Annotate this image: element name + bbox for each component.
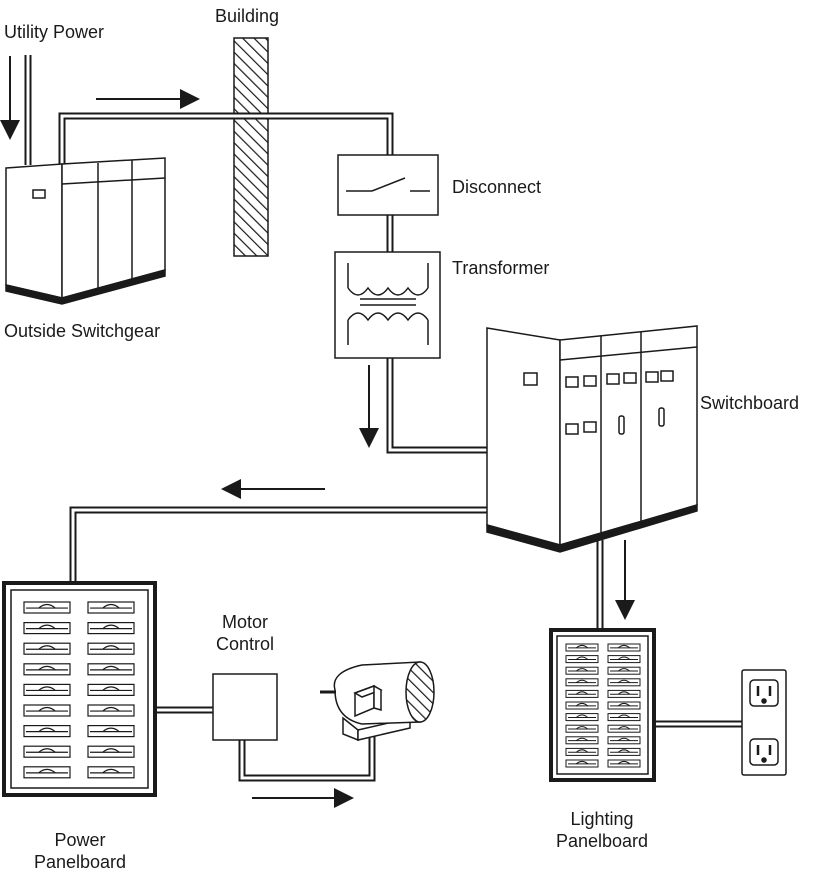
breaker-handle bbox=[102, 645, 120, 650]
breaker-handle bbox=[102, 706, 120, 712]
breaker-handle bbox=[617, 737, 631, 742]
breaker-handle bbox=[575, 714, 589, 718]
power-panelboard-label: Power Panelboard bbox=[22, 829, 138, 873]
breaker-handle bbox=[38, 706, 56, 712]
breaker-handle bbox=[38, 748, 56, 753]
breaker-handle bbox=[102, 727, 120, 733]
breaker-panel-icon bbox=[549, 628, 656, 782]
breaker-handle bbox=[617, 668, 631, 672]
breaker-handle bbox=[617, 679, 631, 684]
breaker-handle bbox=[38, 665, 56, 671]
motor-control-label-line1: Motor bbox=[221, 612, 268, 632]
breaker-handle bbox=[102, 603, 120, 609]
motor-control-label-line2: Control bbox=[215, 634, 275, 654]
outside-switchgear-label: Outside Switchgear bbox=[4, 321, 161, 341]
switchboard-cabinet-icon bbox=[486, 325, 698, 553]
utility-power-label: Utility Power bbox=[4, 22, 105, 42]
breaker-handle bbox=[617, 702, 631, 707]
building-label: Building bbox=[215, 6, 280, 26]
transformer-coil-icon bbox=[334, 251, 441, 359]
breaker-handle bbox=[617, 726, 631, 730]
disconnect-switch-icon bbox=[337, 154, 439, 216]
breaker-handle bbox=[617, 760, 631, 765]
breaker-handle bbox=[575, 644, 589, 649]
lighting-panelboard-label: Lighting Panelboard bbox=[542, 808, 662, 852]
breaker-handle bbox=[102, 665, 120, 671]
breaker-handle bbox=[575, 737, 589, 742]
breaker-handle bbox=[102, 768, 120, 774]
breaker-handle bbox=[617, 644, 631, 649]
breaker-handle bbox=[38, 645, 56, 650]
breaker-handle bbox=[617, 714, 631, 718]
breaker-handle bbox=[575, 726, 589, 730]
breaker-handle bbox=[575, 702, 589, 707]
control-box-icon bbox=[212, 673, 278, 741]
breaker-handle bbox=[102, 686, 120, 691]
breaker-handle bbox=[617, 656, 631, 660]
duplex-outlet-icon bbox=[741, 669, 787, 776]
breaker-panel-icon bbox=[2, 581, 157, 797]
breaker-handle bbox=[575, 668, 589, 672]
breaker-handle bbox=[575, 656, 589, 660]
lighting-panelboard-label-line1: Lighting bbox=[570, 809, 634, 829]
breaker-handle bbox=[575, 691, 589, 695]
breaker-handle bbox=[38, 686, 56, 691]
motor-control-label: Motor Control bbox=[205, 611, 285, 655]
breaker-handle bbox=[617, 691, 631, 695]
breaker-handle bbox=[38, 727, 56, 733]
breaker-handle bbox=[38, 768, 56, 774]
power-panelboard-label-line1: Power bbox=[54, 830, 106, 850]
breaker-handle bbox=[38, 603, 56, 609]
breaker-handle bbox=[102, 748, 120, 753]
breaker-handle bbox=[575, 749, 589, 753]
building-wall bbox=[233, 37, 269, 257]
switchgear-cabinet-icon bbox=[5, 157, 166, 305]
flow-arrows bbox=[0, 56, 635, 808]
disconnect-label: Disconnect bbox=[452, 177, 542, 197]
breaker-handle bbox=[617, 749, 631, 753]
breaker-handle bbox=[575, 679, 589, 684]
lighting-panelboard-label-line2: Panelboard bbox=[555, 831, 649, 851]
breaker-handle bbox=[38, 624, 56, 630]
switchboard-label: Switchboard bbox=[700, 393, 800, 413]
breaker-handle bbox=[102, 624, 120, 630]
transformer-label: Transformer bbox=[452, 258, 550, 278]
electric-motor-icon bbox=[320, 661, 435, 742]
breaker-handle bbox=[575, 760, 589, 765]
power-panelboard-label-line2: Panelboard bbox=[33, 852, 127, 872]
